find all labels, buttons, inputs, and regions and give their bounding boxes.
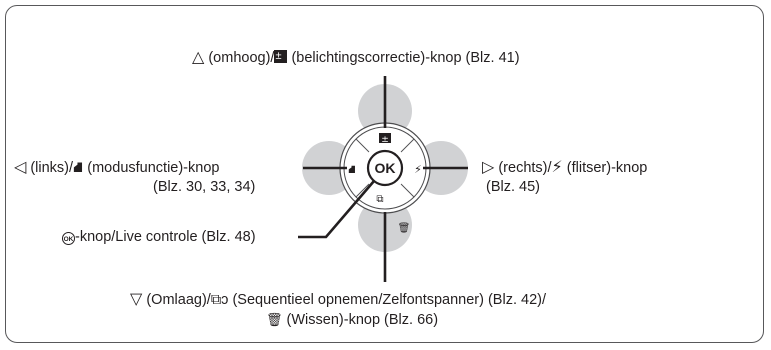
label-right-line2: (Blz. 45) <box>486 179 540 195</box>
mode-function-icon: ⛘ <box>348 163 356 176</box>
flash-icon: ⚡ <box>414 163 422 176</box>
trash-icon: 🗑 <box>398 222 411 234</box>
dial-division-ul <box>355 138 370 153</box>
self-timer-label-icon: ↄ <box>221 292 229 308</box>
ok-label-icon: OK <box>62 232 75 245</box>
flash-label-icon: ⚡ <box>551 159 563 176</box>
diagram-frame <box>5 5 764 343</box>
leader-ok <box>298 180 375 239</box>
triangle-right-icon: ▷ <box>482 159 495 176</box>
mode-function-label-icon: ⛘ <box>73 160 84 176</box>
label-left-text-a: (links)/ <box>26 160 74 176</box>
dial-division-lr <box>400 183 415 198</box>
label-down: ▽ (Omlaag)/⧉ↄ (Sequentieel opnemen/Zelfo… <box>130 291 546 309</box>
label-ok: OK-knop/Live controle (Blz. 48) <box>62 228 256 246</box>
trash-label-icon: 🗑 <box>266 312 283 327</box>
label-left-text-b: (modusfunctie)-knop <box>83 160 220 176</box>
ok-button[interactable] <box>366 149 404 187</box>
sequential-shooting-label-icon: ⧉ <box>210 292 222 308</box>
label-down-line2-text: (Wissen)-knop (Blz. 66) <box>282 312 439 328</box>
triangle-down-icon: ▽ <box>130 291 143 308</box>
dial-division-ll <box>355 183 370 198</box>
label-right-text-b: (flitser)-knop <box>562 160 648 176</box>
exposure-comp-glyph: ± <box>381 135 389 145</box>
label-ok-text: -knop/Live controle (Blz. 48) <box>75 229 256 245</box>
exposure-comp-label-icon <box>274 47 288 65</box>
label-left-line2: (Blz. 30, 33, 34) <box>153 179 256 195</box>
label-right-text-a: (rechts)/ <box>494 160 552 176</box>
label-up-text-a: (omhoog)/ <box>204 50 275 66</box>
triangle-left-icon: ◁ <box>14 159 27 176</box>
label-down-line2: 🗑 (Wissen)-knop (Blz. 66) <box>266 311 438 329</box>
ok-button-label: OK <box>375 160 396 176</box>
dial-division-ur <box>400 138 415 153</box>
exposure-comp-icon <box>379 133 391 143</box>
sequential-timer-icon: ⧉ <box>376 194 383 205</box>
label-down-text-b: (Sequentieel opnemen/Zelfontspanner) (Bl… <box>228 292 546 308</box>
label-left: ◁ (links)/⛘ (modusfunctie)-knop <box>14 159 219 177</box>
label-up-text-b: (belichtingscorrectie)-knop (Blz. 41) <box>287 50 520 66</box>
label-up: △ (omhoog)/ (belichtingscorrectie)-knop … <box>192 47 520 67</box>
label-down-text-a: (Omlaag)/ <box>142 292 211 308</box>
triangle-up-icon: △ <box>192 49 205 66</box>
label-right: ▷ (rechts)/⚡ (flitser)-knop <box>482 159 647 177</box>
